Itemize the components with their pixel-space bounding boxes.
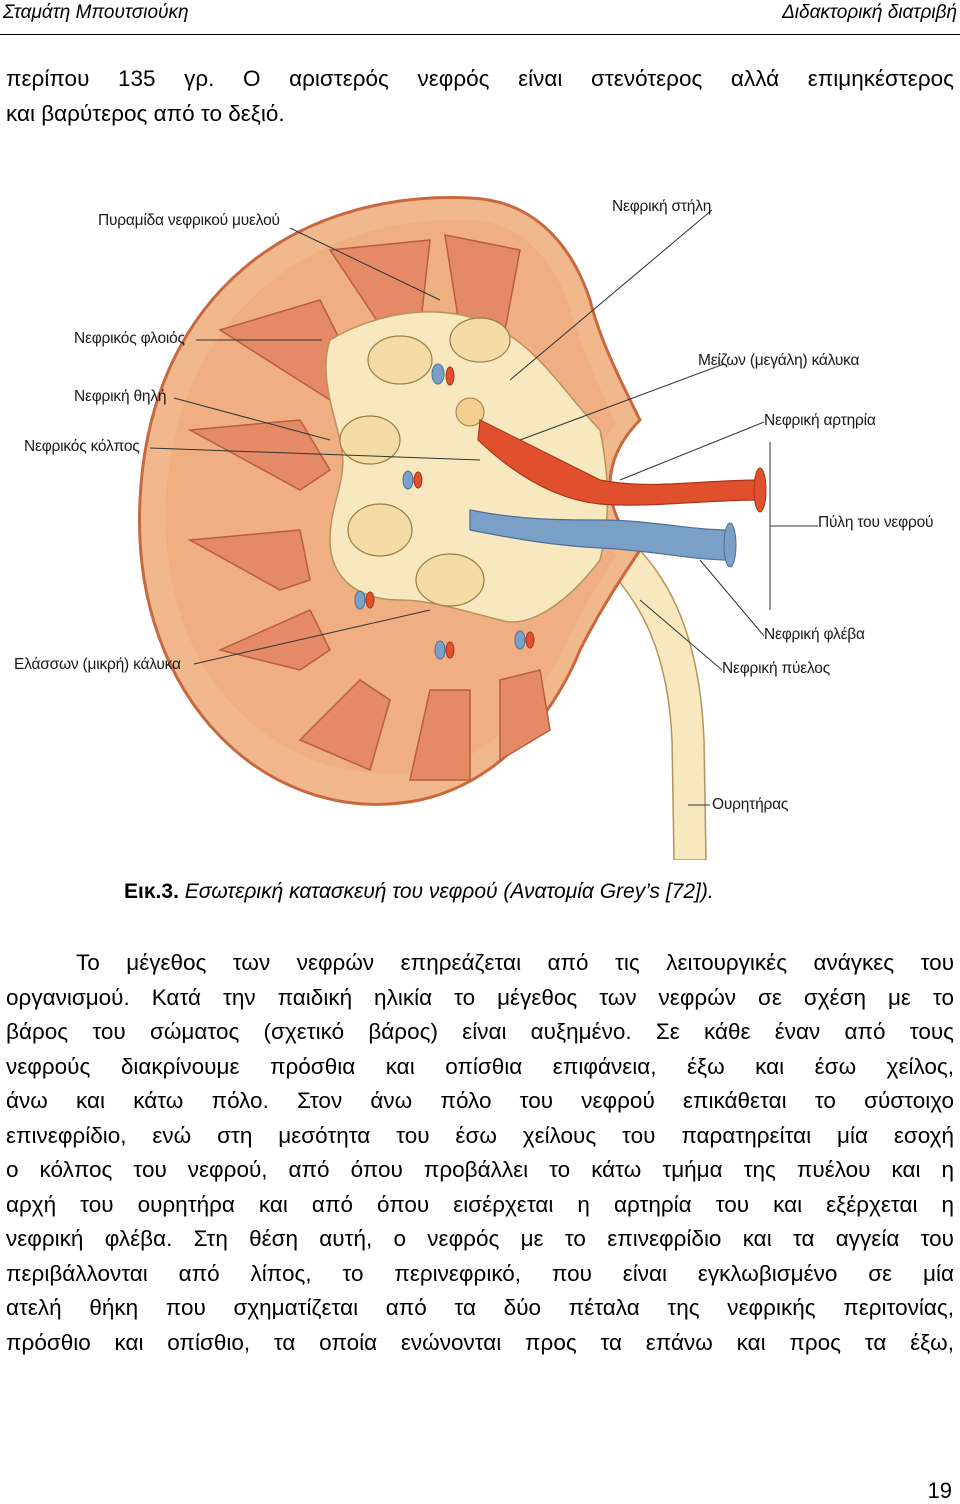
vein-cut-end xyxy=(724,523,736,567)
minor-calyx-shape xyxy=(348,504,412,556)
body-line: άνω και κάτω πόλο. Στον άνω πόλο του νεφ… xyxy=(6,1084,954,1119)
body-line: Το μέγεθος των νεφρών επηρεάζεται από τι… xyxy=(6,946,954,981)
body-line: νεφρούς διακρίνουμε πρόσθια και οπίσθια … xyxy=(6,1050,954,1085)
label-major-calyx: Μείζων (μεγάλη) κάλυκα xyxy=(698,352,859,370)
label-column: Νεφρική στήλη xyxy=(612,198,711,216)
body-line: οργανισμού. Κατά την παιδική ηλικία το μ… xyxy=(6,981,954,1016)
minor-calyx-shape xyxy=(368,336,432,384)
header-doc-type: Διδακτορική διατριβή xyxy=(782,2,957,24)
body-line: νεφρική φλέβα. Στη θέση αυτή, ο νεφρός μ… xyxy=(6,1222,954,1257)
intro-line: περίπου 135 γρ. Ο αριστερός νεφρός είναι… xyxy=(6,62,954,97)
label-cortex: Νεφρικός φλοιός xyxy=(74,330,185,348)
body-line: ατελή θήκη που σχηματίζεται από τα δύο π… xyxy=(6,1291,954,1326)
minor-calyx-shape xyxy=(416,554,484,606)
body-line: βάρος του σώματος (σχετικό βάρος) είναι … xyxy=(6,1015,954,1050)
label-papilla: Νεφρική θηλή xyxy=(74,388,166,406)
header-author: Σταμάτη Μπουτσιούκη xyxy=(3,2,189,24)
label-vein: Νεφρική φλέβα xyxy=(764,626,865,644)
label-hilum: Πύλη του νεφρού xyxy=(818,514,933,532)
label-sinus: Νεφρικός κόλπος xyxy=(24,438,140,456)
label-pelvis: Νεφρική πύελος xyxy=(722,660,830,678)
body-line: αρχή του ουρητήρα και από όπου εισέρχετα… xyxy=(6,1188,954,1223)
body-line: επινεφρίδιο, ενώ στη μεσότητα του έσω χε… xyxy=(6,1119,954,1154)
label-artery: Νεφρική αρτηρία xyxy=(764,412,876,430)
body-line: πρόσθιο και οπίσθιο, τα οποία ενώνονται … xyxy=(6,1326,954,1361)
page-number: 19 xyxy=(928,1478,952,1504)
caption-text: Εσωτερική κατασκευή του νεφρού (Ανατομία… xyxy=(179,880,714,903)
figure-caption: Εικ.3. Εσωτερική κατασκευή του νεφρού (Α… xyxy=(124,880,714,904)
intro-line: και βαρύτερος από το δεξιό. xyxy=(6,97,954,132)
page-header: Σταμάτη Μπουτσιούκη Διδακτορική διατριβή xyxy=(0,0,960,35)
body-paragraph: Το μέγεθος των νεφρών επηρεάζεται από τι… xyxy=(6,946,954,1360)
intro-paragraph: περίπου 135 γρ. Ο αριστερός νεφρός είναι… xyxy=(6,62,954,131)
minor-calyx-shape xyxy=(450,318,510,362)
kidney-figure: Πυραμίδα νεφρικού μυελού Νεφρική στήλη Ν… xyxy=(0,180,960,860)
kidney-illustration xyxy=(0,180,960,860)
caption-number: Εικ.3. xyxy=(124,880,179,903)
body-line: ο κόλπος του νεφρού, από όπου προβάλλει … xyxy=(6,1153,954,1188)
body-line: περιβάλλονται από λίπος, το περινεφρικό,… xyxy=(6,1257,954,1292)
label-ureter: Ουρητήρας xyxy=(712,796,788,814)
label-pyramid: Πυραμίδα νεφρικού μυελού xyxy=(98,212,280,230)
artery-cut-end xyxy=(754,468,766,512)
label-minor-calyx: Ελάσσων (μικρή) κάλυκα xyxy=(14,656,181,674)
pyramid xyxy=(500,670,550,760)
